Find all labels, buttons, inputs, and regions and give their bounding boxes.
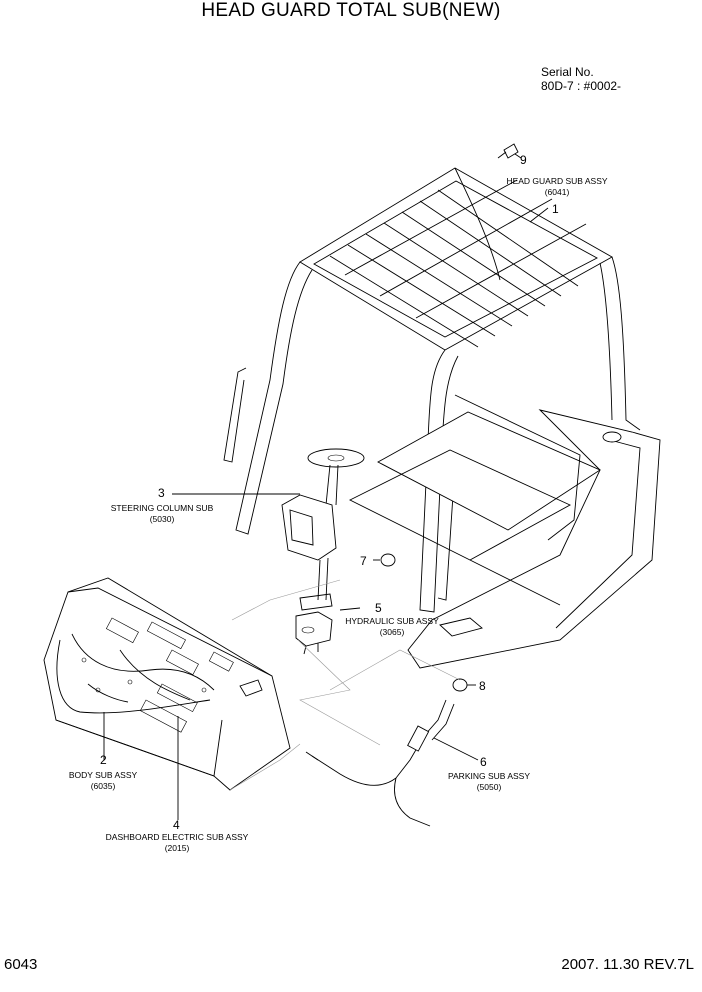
serial-info: Serial No. 80D-7 : #0002- — [541, 65, 621, 93]
callout-5-code: (3065) — [380, 627, 405, 637]
callout-6-name: PARKING SUB ASSY — [448, 771, 530, 781]
serial-label: Serial No. — [541, 65, 594, 79]
revision-date: 2007. 11.30 REV.7L — [561, 956, 694, 973]
callout-4-name: DASHBOARD ELECTRIC SUB ASSY — [106, 832, 249, 842]
callout-leaders — [103, 153, 549, 820]
callout-3-name: STEERING COLUMN SUB — [111, 503, 214, 513]
callout-1-code: (6041) — [545, 187, 570, 197]
callout-5-number: 5 — [375, 601, 382, 615]
callout-6-number: 6 — [480, 755, 487, 769]
serial-value: 80D-7 : #0002- — [541, 79, 622, 93]
hydraulic-unit-drawing — [295, 611, 333, 655]
callout-1-name: HEAD GUARD SUB ASSY — [506, 176, 607, 186]
callout-3-number: 3 — [158, 486, 165, 500]
part-7-plug-drawing — [380, 553, 396, 567]
callout-2-number: 2 — [100, 753, 107, 767]
part-8-plug-drawing — [452, 678, 468, 692]
callout-4-code: (2015) — [165, 843, 190, 853]
callout-7-number: 7 — [360, 554, 367, 568]
callout-2-code: (6035) — [91, 781, 116, 791]
body-dashboard-drawing — [43, 577, 291, 791]
callout-2-name: BODY SUB ASSY — [69, 770, 138, 780]
callout-3-code: (5030) — [150, 514, 175, 524]
page-title: HEAD GUARD TOTAL SUB(NEW) — [201, 0, 501, 21]
callout-1-number: 1 — [552, 202, 559, 216]
part-9-bolt-drawing — [497, 143, 519, 159]
callout-8-number: 8 — [479, 679, 486, 693]
steering-column-drawing — [281, 448, 365, 611]
callout-6-code: (5050) — [477, 782, 502, 792]
callout-5-name: HYDRAULIC SUB ASSY — [345, 616, 439, 626]
callout-9-number: 9 — [520, 153, 527, 167]
callout-4-number: 4 — [173, 818, 180, 832]
assembly-guide-lines — [229, 579, 461, 791]
head-guard-drawing — [223, 167, 661, 669]
parking-brake-drawing — [305, 699, 455, 827]
page-number: 6043 — [4, 956, 38, 973]
